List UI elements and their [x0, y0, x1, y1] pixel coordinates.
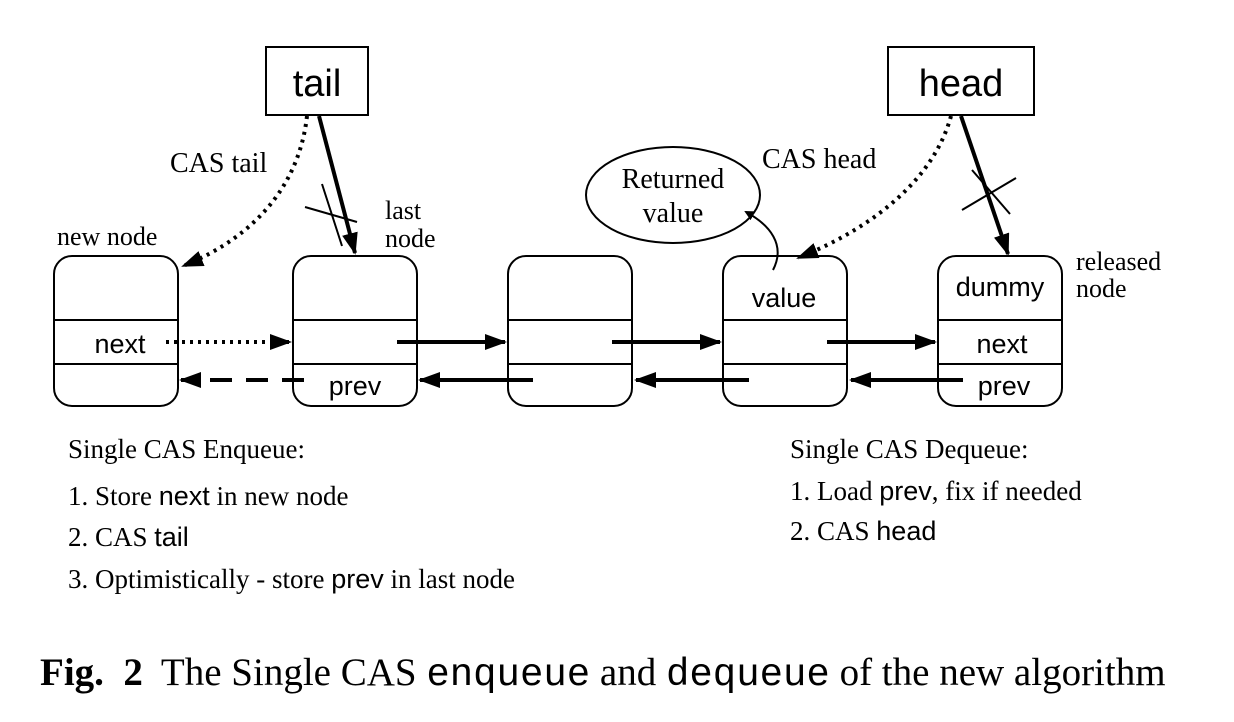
- released-node-label-1: released: [1076, 247, 1161, 276]
- new-node-next-field: next: [94, 329, 146, 359]
- tail-cross-mark-2: [321, 183, 343, 247]
- dequeue-step-1: 1. Load prev, fix if needed: [790, 476, 1082, 506]
- returned-value-arrow: [744, 211, 779, 271]
- enqueue-title: Single CAS Enqueue:: [68, 434, 305, 464]
- cas-head-label: CAS head: [762, 144, 876, 175]
- value-node: [722, 255, 848, 407]
- dummy-node-prev-field: prev: [978, 371, 1031, 401]
- dequeue-title: Single CAS Dequeue:: [790, 434, 1028, 464]
- cas-head-arrow: [796, 115, 953, 260]
- head-label: head: [919, 63, 1004, 105]
- returned-value-ellipse: [585, 146, 761, 244]
- returned-value-label-2: value: [643, 198, 704, 229]
- middle-node: [507, 255, 633, 407]
- tail-pointer-box: [265, 46, 369, 116]
- last-node-label-2: node: [385, 224, 436, 253]
- tail-old-pointer-arrow: [317, 115, 358, 255]
- last-node-label-1: last: [385, 196, 422, 225]
- tail-label: tail: [293, 63, 342, 105]
- enqueue-step-1: 1. Store next in new node: [68, 481, 349, 511]
- dummy-node-next-field: next: [976, 329, 1028, 359]
- head-cross-mark-2: [971, 169, 1011, 215]
- cas-tail-label: CAS tail: [170, 148, 267, 179]
- enqueue-step-2: 2. CAS tail: [68, 522, 189, 552]
- last-node-prev-field: prev: [329, 371, 382, 401]
- new-node-label: new node: [57, 222, 157, 251]
- head-cross-mark: [961, 177, 1017, 211]
- last-node: [292, 255, 418, 407]
- cas-tail-arrow: [181, 115, 309, 268]
- new-node: [53, 255, 179, 407]
- returned-value-label-1: Returned: [622, 164, 725, 195]
- dummy-node: [937, 255, 1063, 407]
- value-node-value-field: value: [752, 283, 817, 313]
- head-pointer-box: [887, 46, 1035, 116]
- enqueue-step-3: 3. Optimistically - store prev in last n…: [68, 564, 515, 594]
- released-node-label-2: node: [1076, 274, 1127, 303]
- dummy-node-dummy-field: dummy: [956, 272, 1045, 302]
- dequeue-step-2: 2. CAS head: [790, 516, 936, 546]
